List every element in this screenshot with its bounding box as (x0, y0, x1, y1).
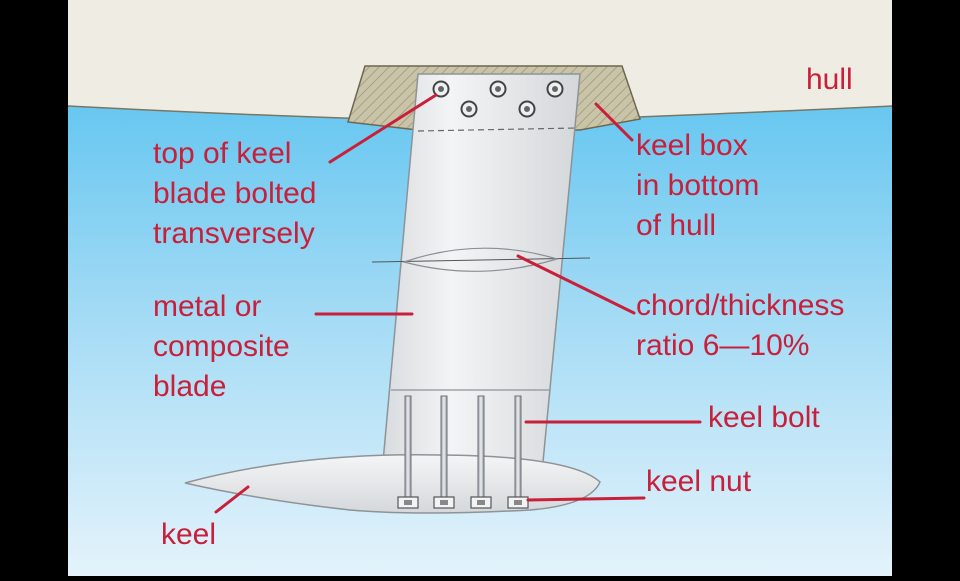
keel-bolt-rod (514, 395, 522, 499)
keel-bulb (184, 454, 601, 514)
label-top-bolted: top of keel blade bolted transversely (153, 137, 317, 250)
hull-line-hidden (417, 127, 578, 132)
keel-bolt-rod (477, 395, 485, 499)
leader-top-bolted (328, 93, 438, 164)
label-keel-bolt: keel bolt (708, 401, 820, 434)
right-border (892, 0, 960, 576)
keel-bolt-rod (404, 395, 412, 499)
keel-bolt-rod (440, 395, 448, 499)
label-hull: hull (806, 63, 853, 96)
chord-section-profile (401, 247, 560, 272)
leader-lines (214, 93, 702, 514)
label-keel: keel (161, 518, 217, 551)
leader-keel-box (594, 102, 634, 142)
leader-keel (214, 485, 250, 514)
top-bolts (432, 80, 564, 118)
label-chord-ratio: chord/thickness ratio 6—10% (636, 289, 845, 362)
label-blade: metal or composite blade (153, 290, 290, 403)
hull-shape (68, 0, 892, 122)
label-keel-box: keel box in bottom of hull (636, 129, 760, 242)
leader-chord-ratio (516, 254, 636, 315)
keel-nuts (397, 496, 529, 509)
leader-keel-nut (526, 496, 646, 502)
label-keel-nut: keel nut (646, 465, 752, 498)
section-line (371, 257, 591, 263)
left-border (0, 0, 68, 576)
